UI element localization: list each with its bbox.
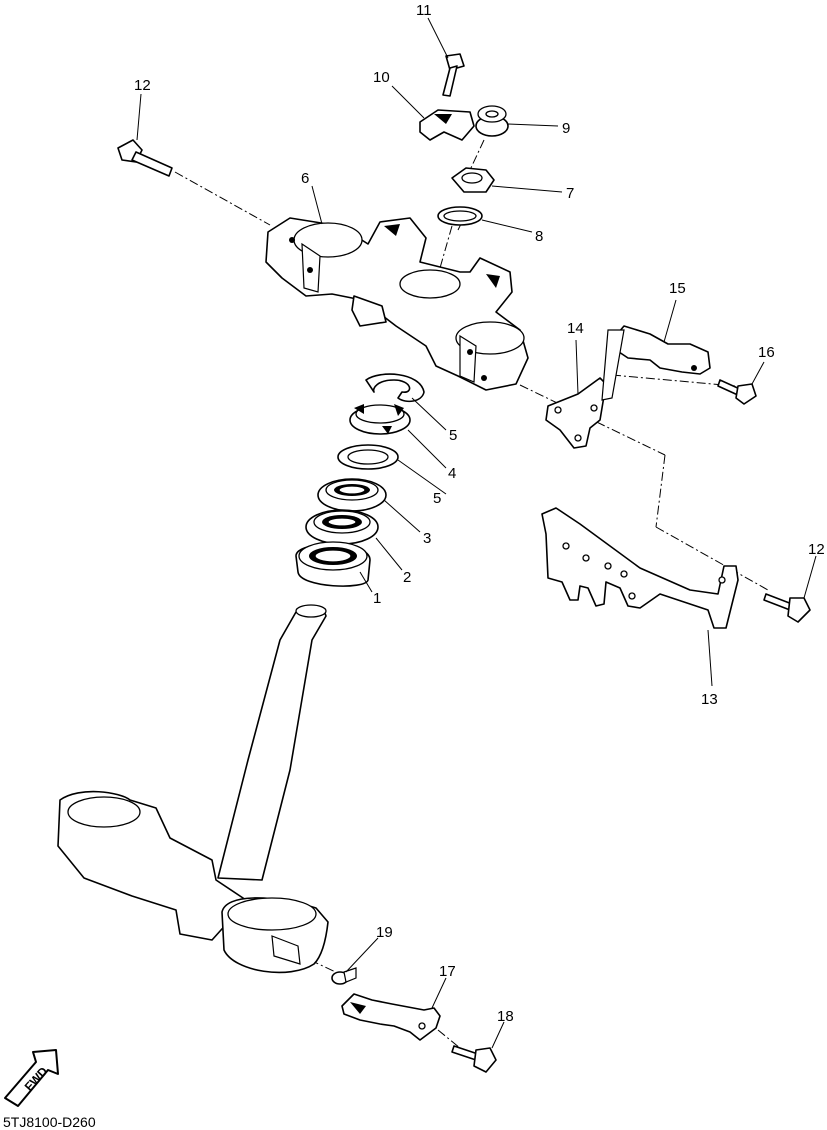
- bolt-12-upper: [117, 139, 173, 177]
- callout-19: 19: [376, 924, 393, 941]
- callout-6: 6: [301, 170, 309, 187]
- bearing-2: [305, 509, 379, 545]
- under-bracket-stem: [57, 604, 329, 974]
- leader-lines: [136, 17, 817, 1049]
- clamp-10: [419, 109, 475, 141]
- callout-15: 15: [669, 280, 686, 297]
- washer-5-lower: [337, 444, 399, 470]
- callout-14: 14: [567, 320, 584, 337]
- seal-1: [295, 541, 371, 587]
- callout-2: 2: [403, 569, 411, 586]
- holder-15: [601, 325, 711, 401]
- callout-7: 7: [566, 185, 574, 202]
- diagram-code: 5TJ8100-D260: [3, 1114, 96, 1130]
- bolt-16: [717, 379, 757, 405]
- callout-4: 4: [448, 465, 456, 482]
- bolt-11: [442, 53, 465, 97]
- callout-5-upper: 5: [449, 427, 457, 444]
- collar-9: [475, 105, 509, 137]
- fwd-arrow-icon: FWD: [4, 1049, 59, 1107]
- callout-5-lower: 5: [433, 490, 441, 507]
- guide-17: [341, 993, 441, 1041]
- callout-13: 13: [701, 691, 718, 708]
- washer-8: [437, 206, 483, 226]
- callout-9: 9: [562, 120, 570, 137]
- bolt-18: [451, 1045, 497, 1073]
- callout-16: 16: [758, 344, 775, 361]
- callout-12-upper: 12: [134, 77, 151, 94]
- callout-3: 3: [423, 530, 431, 547]
- bolt-12-lower: [763, 593, 811, 623]
- callout-1: 1: [373, 590, 381, 607]
- upper-bracket-6: [265, 217, 529, 391]
- bearing-3: [317, 478, 387, 512]
- washer-5-upper: [365, 373, 425, 403]
- bracket-14: [545, 377, 607, 449]
- callout-10: 10: [373, 69, 390, 86]
- callout-11: 11: [416, 2, 432, 19]
- callout-12-lower: 12: [808, 541, 825, 558]
- callout-18: 18: [497, 1008, 514, 1025]
- callout-8: 8: [535, 228, 543, 245]
- ring-nut-4: [349, 404, 411, 435]
- callout-17: 17: [439, 963, 456, 980]
- collar-19: [331, 967, 357, 985]
- nut-7: [451, 167, 495, 193]
- callout-labels: 11 12 10 9 6 7 8 15 14 16 5 4 5 3 12 2 1…: [134, 2, 825, 1025]
- plate-13: [541, 507, 739, 629]
